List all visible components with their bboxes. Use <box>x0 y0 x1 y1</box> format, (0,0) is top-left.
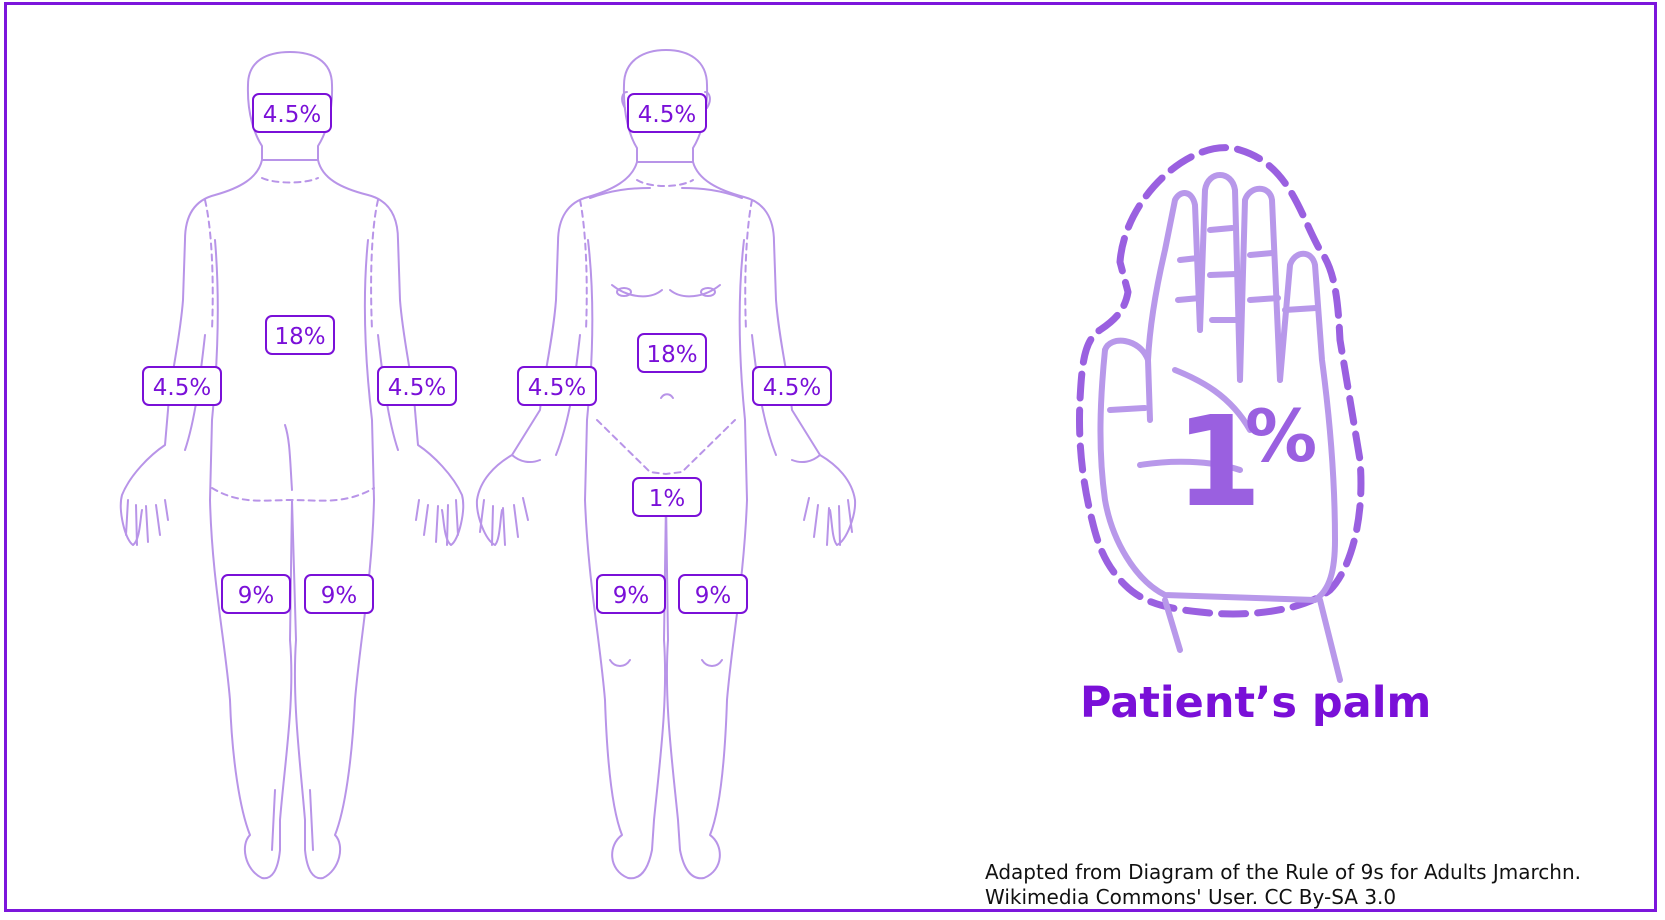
back-body-figure <box>121 52 463 878</box>
front-trunk-label: 18% <box>637 333 707 373</box>
credit-line-1: Adapted from Diagram of the Rule of 9s f… <box>985 860 1645 885</box>
front-right-arm-label: 4.5% <box>752 366 832 406</box>
back-trunk-label: 18% <box>265 315 335 355</box>
front-left-arm-label: 4.5% <box>517 366 597 406</box>
palm-title: Patient’s palm <box>1080 678 1480 728</box>
palm-value-percent: % <box>1245 400 1317 472</box>
front-head-label: 4.5% <box>627 93 707 133</box>
back-left-leg-label: 9% <box>221 574 291 614</box>
back-head-label: 4.5% <box>252 93 332 133</box>
credit-line-2: Wikimedia Commons' User. CC By-SA 3.0 <box>985 885 1645 910</box>
front-left-leg-label: 9% <box>596 574 666 614</box>
front-genitals-label: 1% <box>632 477 702 517</box>
back-right-arm-label: 4.5% <box>377 366 457 406</box>
palm-value: 1 % <box>1175 400 1375 530</box>
back-right-leg-label: 9% <box>304 574 374 614</box>
front-right-leg-label: 9% <box>678 574 748 614</box>
back-left-arm-label: 4.5% <box>142 366 222 406</box>
front-body-figure <box>477 50 855 878</box>
credit-text: Adapted from Diagram of the Rule of 9s f… <box>985 860 1645 910</box>
